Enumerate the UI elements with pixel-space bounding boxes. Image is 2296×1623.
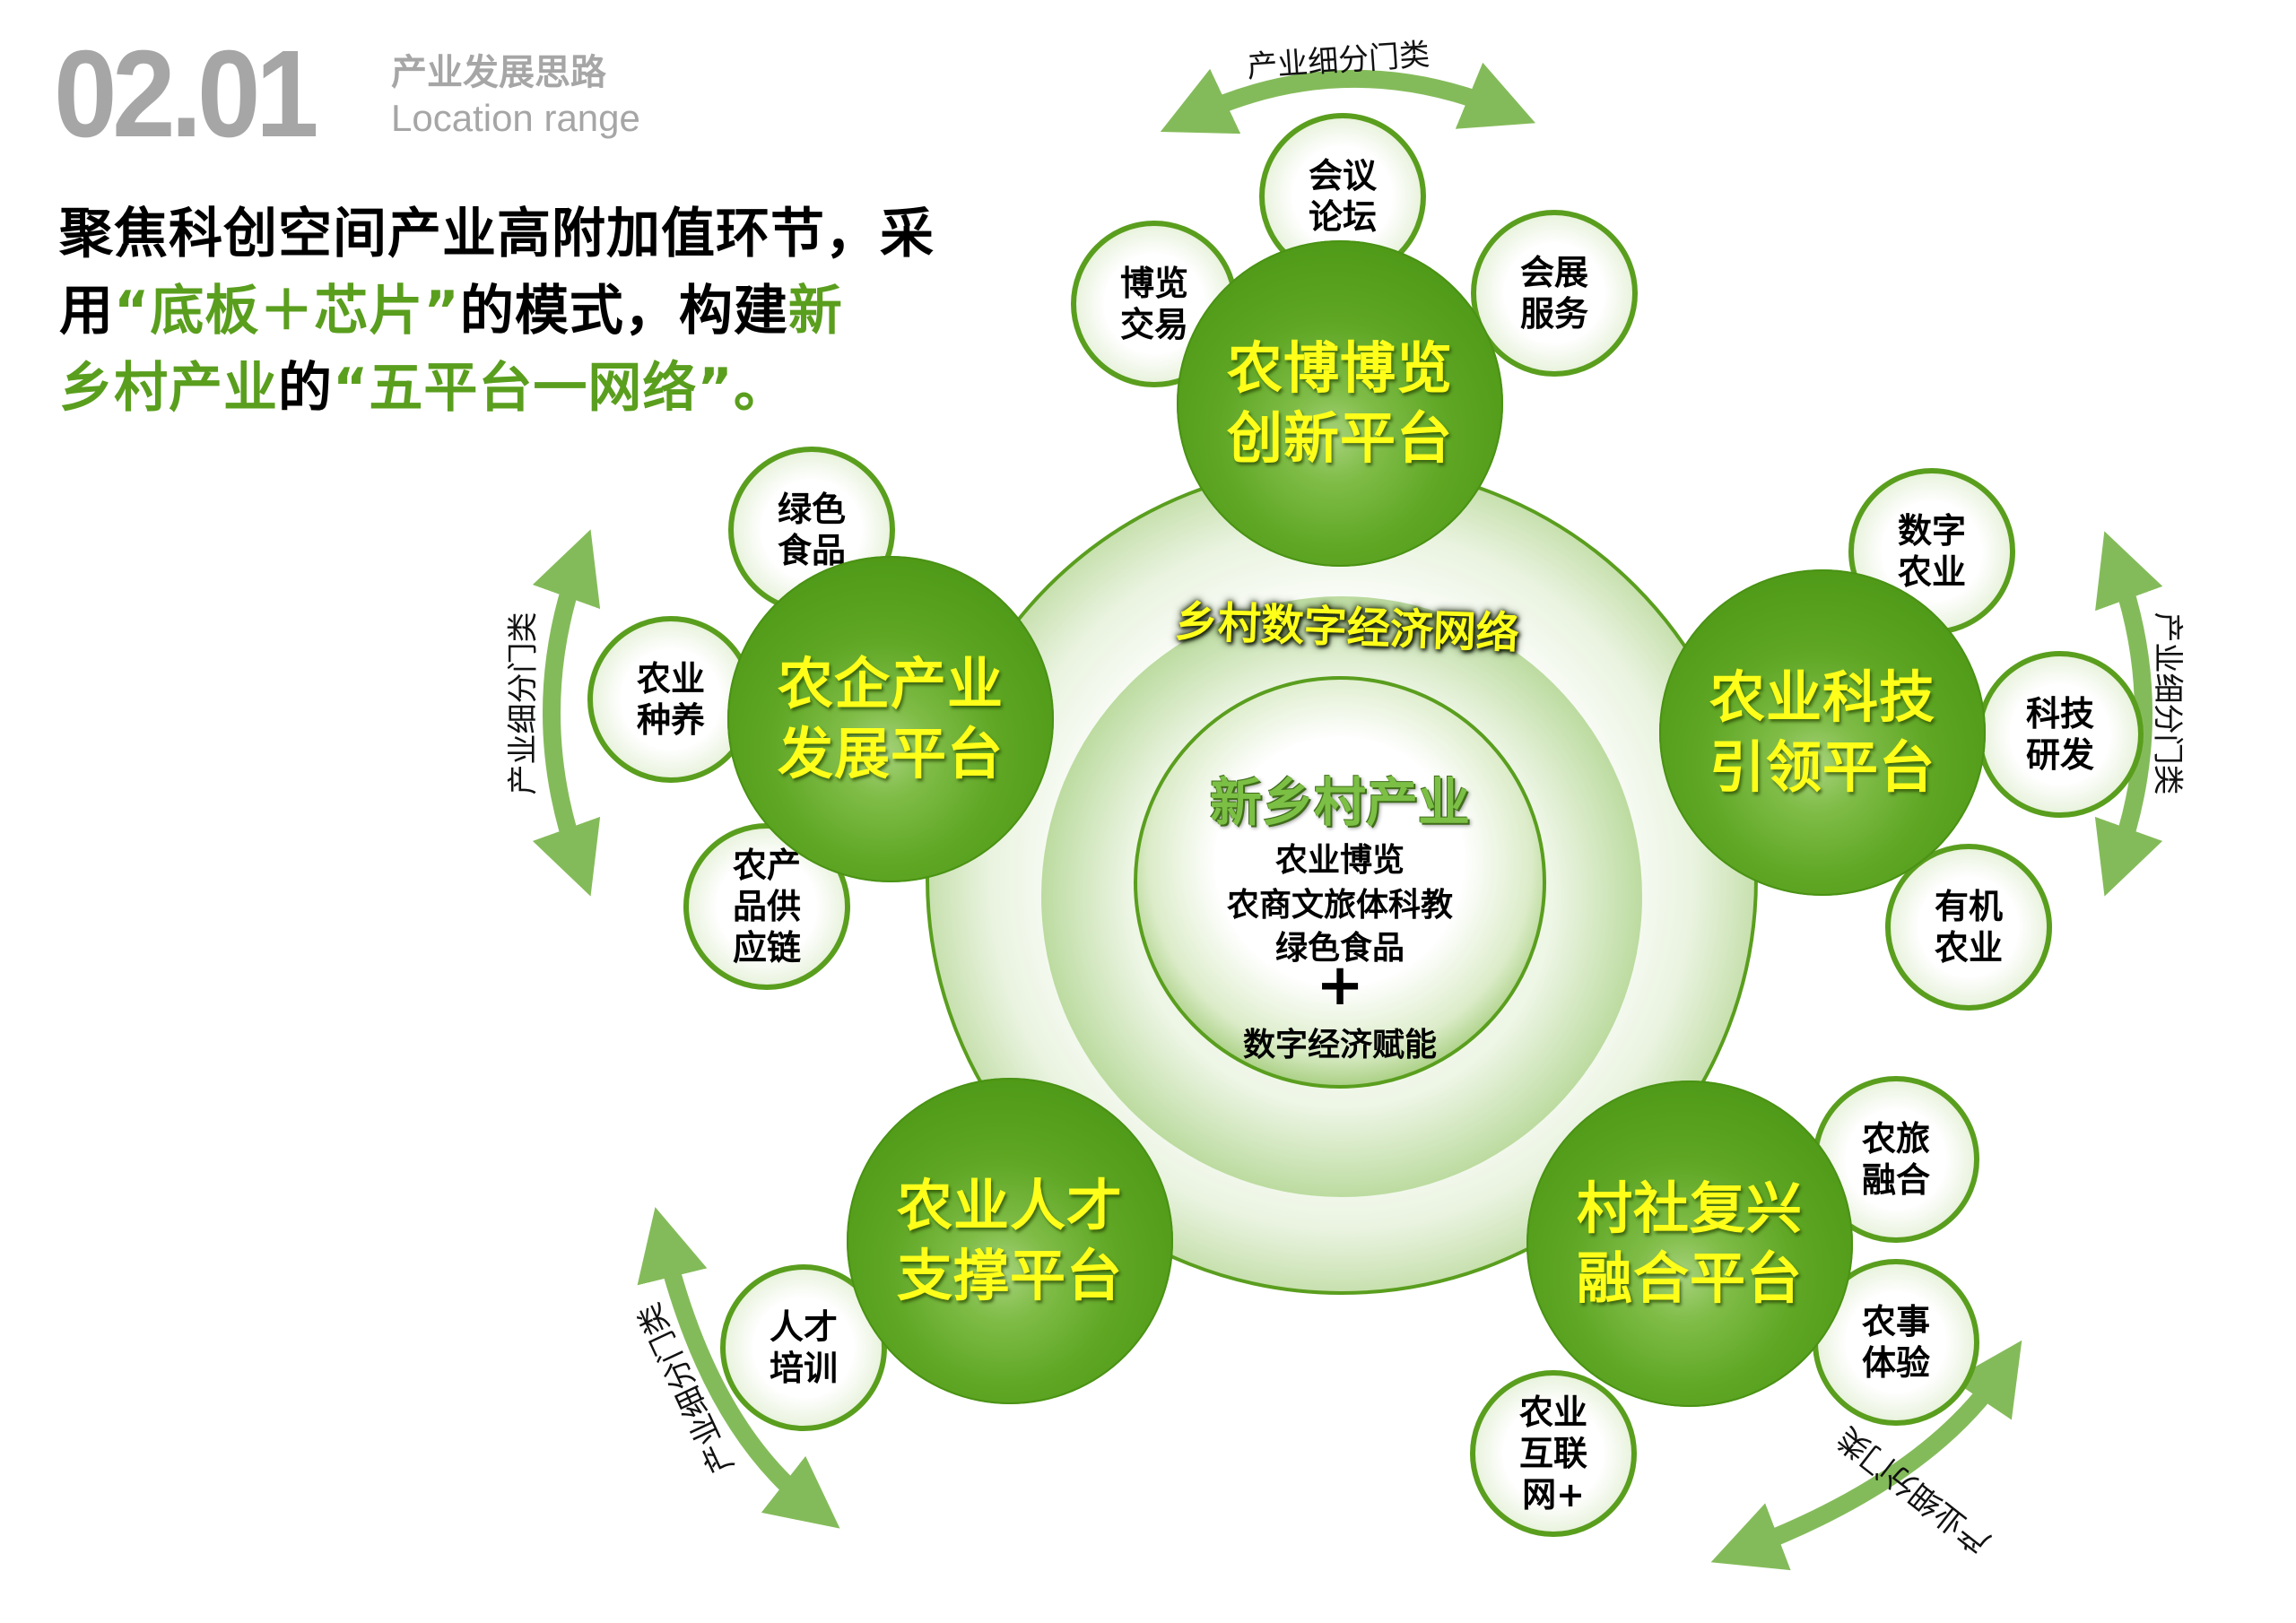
platform-label: 农业人才 [896, 1173, 1123, 1238]
satellite-farming: 农业种养 [587, 616, 754, 783]
satellite-label: 研发 [2025, 735, 2094, 775]
satellite-label: 农业 [1934, 928, 2003, 968]
satellite-organic-agriculture: 有机农业 [1885, 844, 2052, 1011]
headline-highlight: 。 [733, 357, 788, 420]
platform-label: 农博博览 [1226, 335, 1453, 401]
headline-line-3: 乡村产业的“五平台一网络”。 [59, 350, 974, 427]
satellite-label: 会议 [1308, 156, 1377, 195]
satellite-label: 人才 [769, 1307, 838, 1347]
headline-text: 的模式，构建 [459, 280, 788, 343]
satellite-label: 农业 [636, 659, 705, 699]
platform-label: 农业科技 [1709, 664, 1935, 730]
headline: 聚焦科创空间产业高附加值环节，采 用“底板＋芯片”的模式，构建新 乡村产业的“五… [59, 195, 974, 427]
arrow-top [1160, 62, 1535, 135]
satellite-label: 交易 [1119, 305, 1188, 344]
platform-tech-leading: 农业科技引领平台 [1659, 569, 1986, 896]
headline-text: 用 [59, 280, 114, 343]
satellite-label: 会展 [1519, 253, 1588, 292]
satellite-label: 农业 [1897, 552, 1966, 592]
network-label: 乡村数字经济网络 [1173, 596, 1520, 659]
platform-label: 引领平台 [1709, 734, 1935, 800]
headline-highlight: 乡村产业 [59, 357, 278, 420]
platform-label: 支撑平台 [896, 1243, 1123, 1308]
inner-circle [1134, 676, 1546, 1089]
platform-village-revival: 村社复兴融合平台 [1526, 1081, 1853, 1407]
plus-icon: + [1316, 952, 1364, 1019]
platform-expo-innovation: 农博博览创新平台 [1177, 240, 1503, 567]
headline-line-1: 聚焦科创空间产业高附加值环节，采 [59, 203, 935, 265]
satellite-label: 种养 [636, 700, 705, 740]
core-title: 新乡村产业 [1209, 772, 1470, 833]
satellite-agritourism: 农旅融合 [1813, 1076, 1979, 1243]
platform-label: 融合平台 [1576, 1245, 1803, 1311]
core-line-1: 农业博览 [1274, 842, 1405, 879]
platform-label: 发展平台 [777, 721, 1004, 786]
arrow-left [532, 529, 601, 897]
satellite-label: 食品 [777, 531, 846, 570]
satellite-tech-rd: 科技研发 [1977, 651, 2144, 818]
arrow-bottom-left [637, 1207, 840, 1529]
category-label-right: 产业细分门类 [2149, 612, 2186, 795]
satellite-label: 绿色 [777, 490, 846, 529]
headline-highlight: 新 [787, 280, 843, 343]
headline-highlight: “五平台一网络” [333, 357, 734, 420]
satellite-label: 融合 [1861, 1160, 1930, 1200]
category-label-left: 产业细分门类 [505, 612, 542, 795]
headline-text: 的 [278, 357, 333, 420]
platform-label: 创新平台 [1226, 405, 1453, 471]
satellite-label: 服务 [1519, 294, 1588, 334]
satellite-label: 农事 [1861, 1302, 1930, 1341]
satellite-label: 农旅 [1861, 1119, 1930, 1159]
satellite-label: 有机 [1934, 887, 2003, 926]
core-line-2: 农商文旅体科教 [1226, 887, 1453, 924]
satellite-label: 互联 [1518, 1434, 1587, 1473]
core-bottom: 数字经济赋能 [1242, 1027, 1437, 1063]
section-subtitle: Location range [391, 97, 640, 139]
arrow-right [2094, 531, 2163, 897]
arrow-bottom-right [1710, 1340, 2022, 1571]
section-title: 产业发展思路 [391, 52, 606, 93]
core-line-3: 绿色食品 [1274, 930, 1405, 967]
satellite-label: 科技 [2025, 694, 2094, 733]
category-arrows [532, 62, 2163, 1571]
platform-label: 村社复兴 [1576, 1176, 1803, 1241]
satellite-label: 农产 [732, 846, 801, 885]
platform-label: 农企产业 [777, 651, 1004, 716]
platform-talent-support: 农业人才支撑平台 [847, 1078, 1173, 1404]
headline-line-2: 用“底板＋芯片”的模式，构建新 [59, 273, 974, 350]
satellite-label: 应链 [732, 928, 801, 968]
satellite-label: 农业 [1518, 1393, 1587, 1432]
section-number: 02.01 [54, 25, 319, 163]
satellite-label: 品供 [732, 887, 801, 926]
satellite-label: 论坛 [1308, 197, 1377, 237]
satellite-label: 培训 [769, 1349, 838, 1388]
satellite-label: 网+ [1522, 1475, 1585, 1515]
satellite-label: 博览 [1119, 264, 1188, 303]
platform-enterprise-development: 农企产业发展平台 [727, 556, 1054, 882]
satellite-exhibition-service: 会展服务 [1471, 210, 1638, 377]
headline-highlight: “底板＋芯片” [114, 280, 460, 343]
satellite-label: 体验 [1861, 1343, 1930, 1383]
satellite-label: 数字 [1897, 511, 1966, 551]
satellite-internet-plus: 农业互联网+ [1470, 1370, 1637, 1537]
